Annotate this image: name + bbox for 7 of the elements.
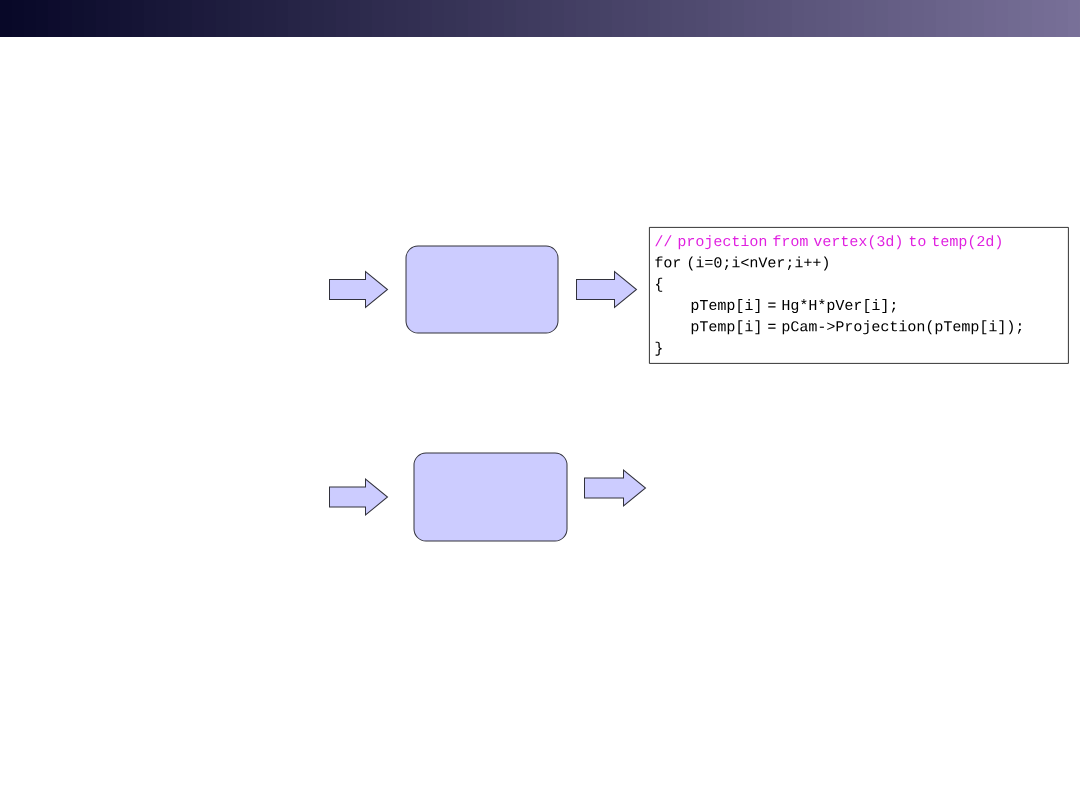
code-box: // projection from vertex(3d) to temp(2d) for (i=0;i<nVer;i++) { pTemp[i] = Hg*H*pVer[i]; pTemp[i] = pCam->Projection(pTemp[i]); } xyxy=(649,227,1069,364)
block-arrow xyxy=(576,271,637,308)
rounded-box xyxy=(405,245,559,334)
rounded-box xyxy=(413,452,568,542)
block-arrow xyxy=(329,271,388,308)
block-arrow xyxy=(584,469,646,507)
block-arrow xyxy=(329,478,388,516)
